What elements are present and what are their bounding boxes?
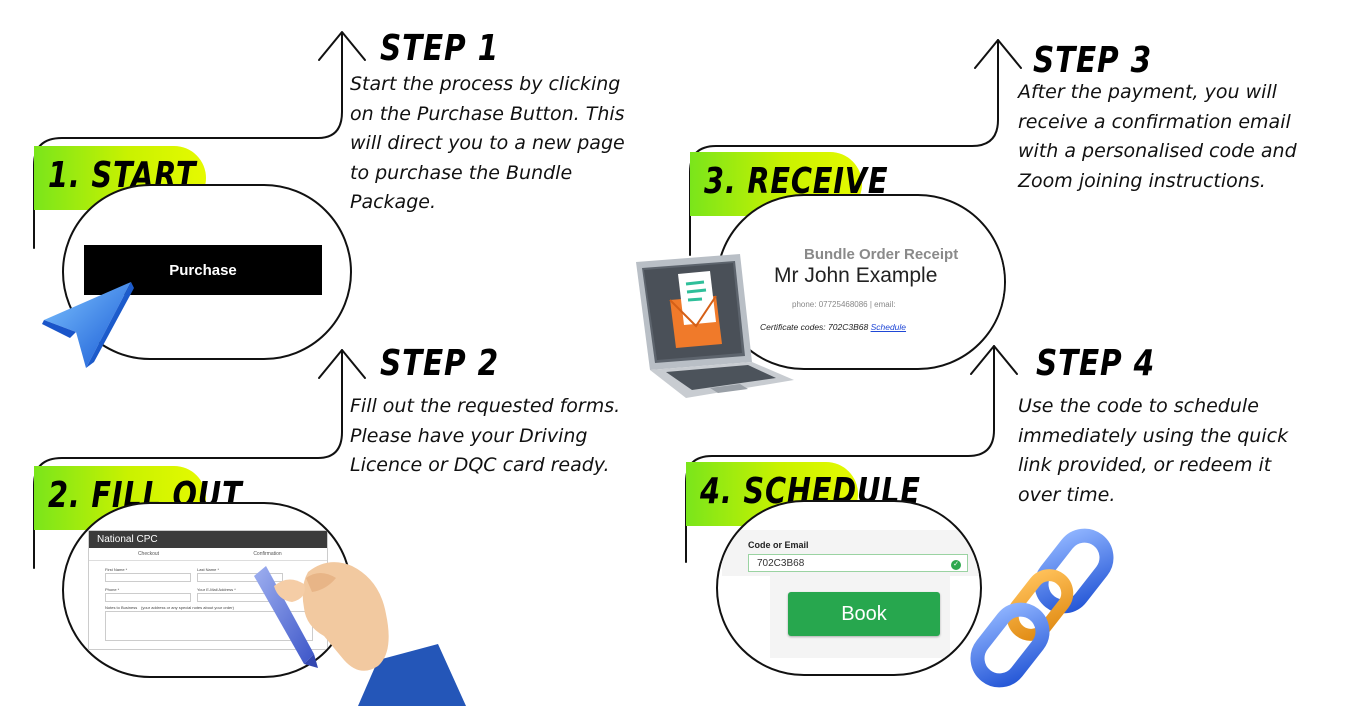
arrowhead-step-3 [974, 39, 1022, 69]
step-4-description: Use the code to schedule immediately usi… [1018, 392, 1343, 510]
book-button[interactable]: Book [788, 592, 940, 636]
hand-with-pen-icon [254, 562, 466, 706]
desc-line: immediately using the quick [1018, 424, 1289, 447]
phone-label: Phone * [105, 587, 120, 592]
desc-line: over time. [1018, 483, 1116, 506]
booking-panel: Code or Email 702C3B68 ✓ [722, 530, 980, 576]
receipt-contact-line: phone: 07725468086 | email: [792, 300, 896, 309]
desc-line: to purchase the Bundle [350, 161, 573, 184]
schedule-link[interactable]: Schedule [870, 322, 907, 332]
desc-line: Fill out the requested forms. [350, 395, 621, 417]
desc-line: Licence or DQC card ready. [350, 454, 610, 476]
step-2-title: STEP 2 [380, 343, 499, 384]
step-3-card: Bundle Order Receipt Mr John Example pho… [716, 194, 1006, 370]
last-name-field[interactable] [197, 573, 283, 582]
form-header: National CPC [89, 531, 327, 548]
valid-check-icon: ✓ [951, 560, 961, 570]
chain-link-icon [970, 528, 1114, 688]
desc-line: with a personalised code and [1018, 140, 1297, 162]
step-1-title: STEP 1 [380, 28, 499, 69]
receipt-customer-name: Mr John Example [774, 264, 938, 287]
cursor-arrow-icon [42, 282, 134, 368]
step-4-title: STEP 4 [1036, 343, 1155, 384]
desc-line: Start the process by clicking [350, 73, 621, 95]
desc-line: link provided, or redeem it [1018, 454, 1272, 476]
tab-checkout[interactable]: Checkout [137, 551, 160, 557]
laptop-email-icon [636, 254, 794, 398]
order-receipt: Bundle Order Receipt Mr John Example pho… [758, 212, 1004, 332]
email-label: Your E-Mail Address * [197, 587, 236, 592]
code-input-value: 702C3B68 [757, 557, 805, 569]
first-name-label: First Name * [105, 567, 128, 572]
form-tabs: Checkout Confirmation [89, 548, 327, 561]
step-3-description: After the payment, you will receive a co… [1018, 78, 1343, 196]
receipt-title: Bundle Order Receipt [804, 246, 959, 263]
step-2-description: Fill out the requested forms. Please hav… [350, 392, 680, 481]
arrowhead-step-2 [318, 349, 366, 379]
step-3-title: STEP 3 [1033, 40, 1152, 81]
notes-field[interactable] [105, 611, 313, 641]
certificate-codes-text: Certificate codes: 702C3B68 [760, 322, 869, 332]
book-button-area: Book [770, 576, 950, 658]
desc-line: on the Purchase Button. This [350, 102, 625, 125]
receipt-certificate-codes: Certificate codes: 702C3B68 Schedule [760, 322, 906, 332]
arrowhead-step-4 [970, 345, 1018, 375]
first-name-field[interactable] [105, 573, 191, 582]
desc-line: Zoom joining instructions. [1018, 169, 1266, 192]
notes-label: Notes to Business [105, 605, 138, 610]
desc-line: Package. [350, 191, 436, 213]
arrowhead-step-1 [318, 31, 366, 61]
notes-hint: (your address or any special notes about… [141, 605, 234, 610]
desc-line: receive a confirmation email [1018, 110, 1291, 133]
desc-line: will direct you to a new page [350, 132, 625, 154]
step-1-description: Start the process by clicking on the Pur… [350, 70, 680, 218]
desc-line: After the payment, you will [1018, 81, 1277, 103]
badge-receive-label: 3. RECEIVE [704, 161, 889, 202]
code-or-email-label: Code or Email [748, 540, 809, 550]
step-4-card: Code or Email 702C3B68 ✓ Book [716, 500, 982, 676]
desc-line: Please have your Driving [350, 424, 588, 447]
desc-line: Use the code to schedule [1018, 395, 1259, 417]
tab-confirmation[interactable]: Confirmation [253, 551, 282, 557]
code-input[interactable]: 702C3B68 ✓ [748, 554, 968, 572]
phone-field[interactable] [105, 593, 191, 602]
last-name-label: Last Name * [197, 567, 220, 572]
